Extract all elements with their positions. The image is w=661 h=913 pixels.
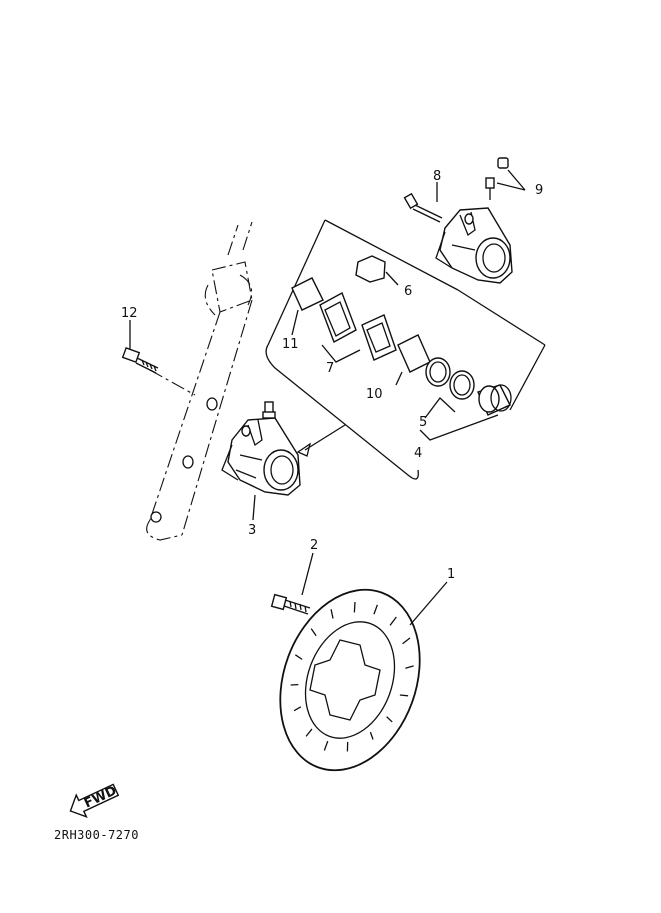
upper-caliper <box>435 207 513 284</box>
part-11-pad-shim <box>291 277 324 336</box>
part-6-pad-support <box>355 255 399 286</box>
callout-5: 5 <box>419 415 427 430</box>
part-1-brake-disc <box>279 581 448 772</box>
callout-3: 3 <box>248 523 256 538</box>
callout-1: 1 <box>447 567 455 582</box>
part-9-bleed-screw <box>485 157 526 200</box>
callout-10: 10 <box>366 387 383 402</box>
callout-8: 8 <box>433 169 441 184</box>
part-2-disc-bolt <box>270 552 314 615</box>
part-3-caliper-assembly <box>221 401 301 521</box>
part-12-bolt <box>121 320 159 374</box>
part-4-piston <box>419 384 512 441</box>
callout-4: 4 <box>414 446 422 461</box>
callout-2: 2 <box>310 538 318 553</box>
callout-11: 11 <box>282 337 299 352</box>
callout-12: 12 <box>121 306 138 321</box>
diagram-code: 2RH300-7270 <box>54 828 139 842</box>
part-8-pin-bolt <box>403 182 443 223</box>
callout-labels: 1 2 3 4 5 6 7 8 9 10 11 12 <box>121 169 543 582</box>
part-5-piston-seals <box>424 357 475 419</box>
callout-9: 9 <box>535 183 543 198</box>
callout-7: 7 <box>326 361 334 376</box>
front-fork <box>146 221 253 541</box>
assembly-bracket <box>265 219 546 480</box>
fwd-label: FWD <box>82 783 119 811</box>
part-10-pad-shim <box>395 334 431 386</box>
callout-6: 6 <box>404 284 412 299</box>
part-7-brake-pads <box>319 292 397 363</box>
fwd-direction-arrow: FWD <box>69 783 119 819</box>
